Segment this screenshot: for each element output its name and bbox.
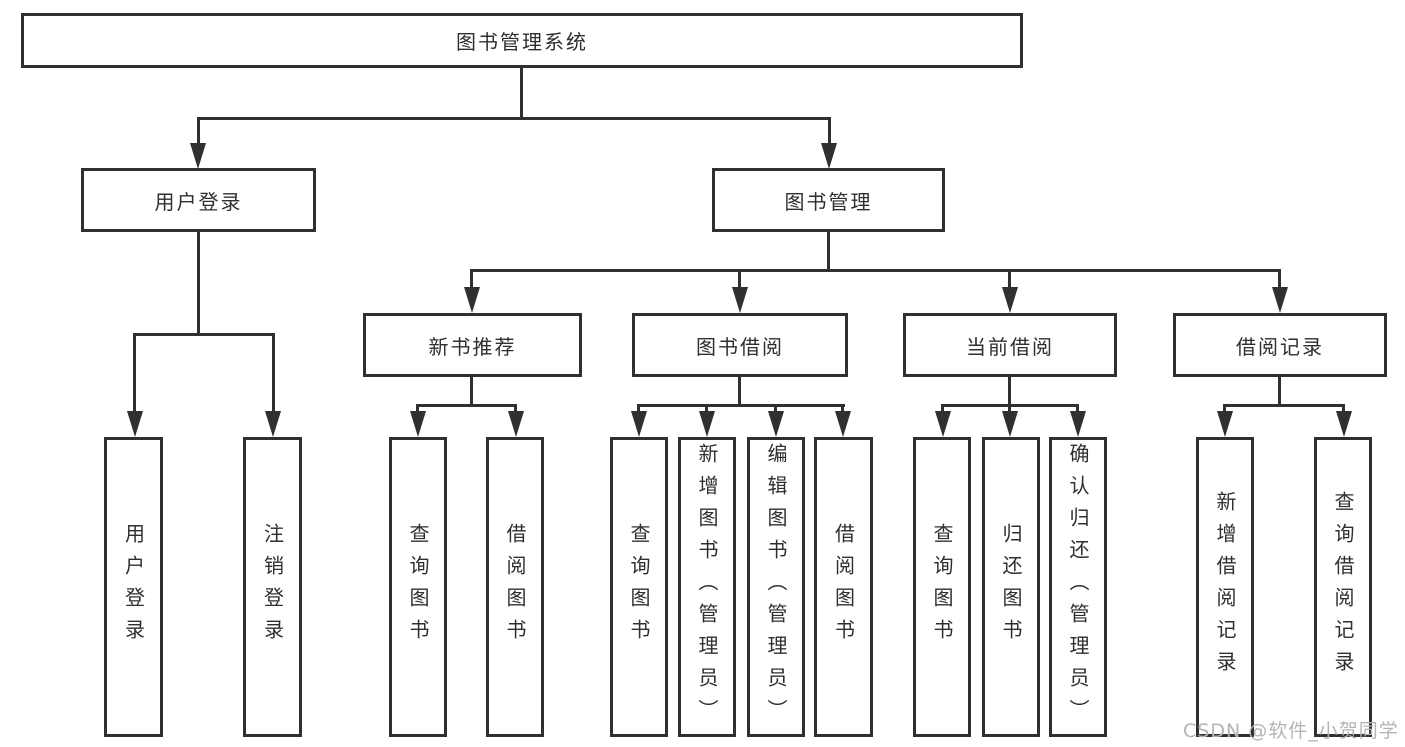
arrow-down-icon [1217,411,1233,437]
node-book-management-label: 图书管理 [784,189,873,214]
leaf-query-books-current-label: 查询图书 [930,523,954,651]
node-user-login-label: 用户登录 [154,189,243,214]
connector-line [416,404,517,407]
arrow-down-icon [1336,411,1352,437]
leaf-query-books-current: 查询图书 [913,437,971,737]
connector-line [272,333,275,413]
leaf-query-books-borrowing: 查询图书 [610,437,668,737]
arrow-down-icon [410,411,426,437]
leaf-user-login: 用户登录 [104,437,163,737]
arrow-down-icon [732,287,748,313]
node-book-management: 图书管理 [712,168,945,232]
leaf-query-books-recommend: 查询图书 [389,437,447,737]
leaf-query-books-borrowing-label: 查询图书 [627,523,651,651]
leaf-borrow-books-recommend: 借阅图书 [486,437,544,737]
leaf-return-books: 归还图书 [982,437,1040,737]
connector-line [514,404,517,416]
leaf-add-books-admin-label: 新增图书（管理员） [695,443,719,731]
connector-line [1008,404,1011,416]
connector-line [1223,404,1226,416]
leaf-query-books-recommend-label: 查询图书 [406,523,430,651]
connector-line [827,232,830,272]
connector-line [1278,377,1281,407]
leaf-edit-books-admin-label: 编辑图书（管理员） [764,443,788,731]
connector-line [197,117,831,120]
connector-line [738,269,741,289]
connector-line [470,269,473,289]
connector-line [416,404,419,416]
arrow-down-icon [768,411,784,437]
leaf-user-login-label: 用户登录 [121,523,146,651]
leaf-borrow-books-recommend-label: 借阅图书 [503,523,527,651]
connector-line [197,117,200,145]
connector-line [828,117,831,145]
arrow-down-icon [464,287,480,313]
leaf-return-books-label: 归还图书 [999,523,1023,651]
node-borrowing-records: 借阅记录 [1173,313,1387,377]
leaf-add-borrow-record-label: 新增借阅记录 [1213,491,1237,683]
connector-line [1278,269,1281,289]
node-root-label: 图书管理系统 [456,30,588,54]
connector-line [705,404,708,416]
connector-line [1342,404,1345,416]
leaf-confirm-return-admin: 确认归还（管理员） [1049,437,1107,737]
connector-line [841,404,844,416]
node-book-borrowing: 图书借阅 [632,313,848,377]
connector-line [133,333,275,336]
node-new-book-recommend: 新书推荐 [363,313,582,377]
connector-line [637,404,640,416]
connector-line [738,377,741,407]
csdn-watermark: CSDN @软件_小贺同学 [1183,720,1399,742]
leaf-borrow-books-label: 借阅图书 [831,523,856,651]
connector-line [133,333,136,413]
leaf-confirm-return-admin-label: 确认归还（管理员） [1066,443,1090,731]
connector-line [774,404,777,416]
arrow-down-icon [265,411,281,437]
node-root: 图书管理系统 [21,13,1023,68]
leaf-add-borrow-record: 新增借阅记录 [1196,437,1254,737]
connector-line [1076,404,1079,416]
leaf-add-books-admin: 新增图书（管理员） [678,437,736,737]
arrow-down-icon [935,411,951,437]
node-current-borrowing-label: 当前借阅 [966,334,1054,359]
connector-line [941,404,944,416]
connector-line [520,68,523,118]
connector-line [1223,404,1345,407]
leaf-edit-books-admin: 编辑图书（管理员） [747,437,805,737]
arrow-down-icon [821,143,837,169]
connector-line [637,404,845,407]
leaf-logout: 注销登录 [243,437,302,737]
arrow-down-icon [1002,411,1018,437]
connector-line [1008,377,1011,407]
leaf-query-borrow-record: 查询借阅记录 [1314,437,1372,737]
arrow-down-icon [699,411,715,437]
node-user-login: 用户登录 [81,168,316,232]
arrow-down-icon [1272,287,1288,313]
connector-line [197,232,200,336]
connector-line [470,269,1281,272]
node-new-book-recommend-label: 新书推荐 [428,334,517,359]
arrow-down-icon [127,411,143,437]
node-book-borrowing-label: 图书借阅 [696,334,784,359]
node-current-borrowing: 当前借阅 [903,313,1117,377]
arrow-down-icon [508,411,524,437]
arrow-down-icon [1002,287,1018,313]
arrow-down-icon [190,143,206,169]
leaf-query-borrow-record-label: 查询借阅记录 [1331,491,1355,683]
connector-line [470,377,473,407]
node-borrowing-records-label: 借阅记录 [1236,334,1324,359]
connector-line [1008,269,1011,289]
arrow-down-icon [1070,411,1086,437]
leaf-borrow-books: 借阅图书 [814,437,873,737]
arrow-down-icon [631,411,647,437]
leaf-logout-label: 注销登录 [260,523,285,651]
arrow-down-icon [835,411,851,437]
